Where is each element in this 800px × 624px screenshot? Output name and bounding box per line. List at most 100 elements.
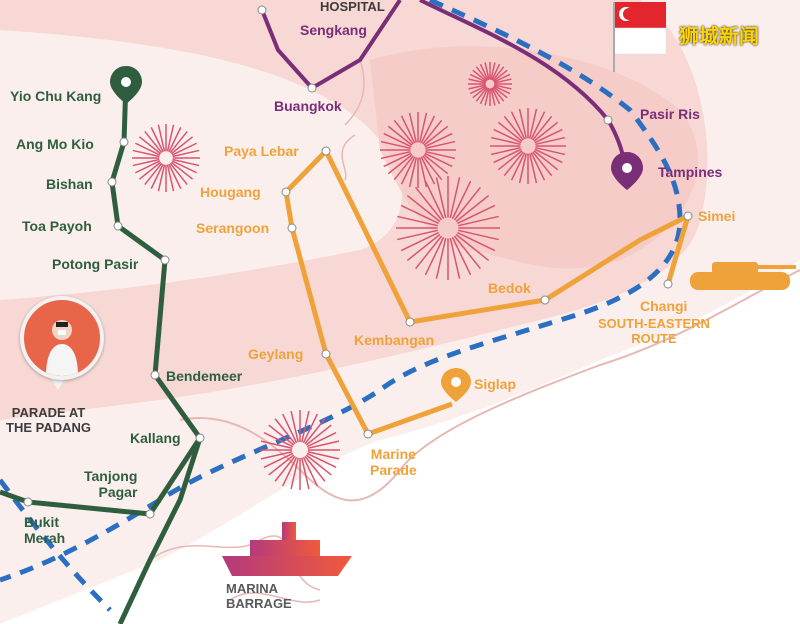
firework-ray [305, 454, 332, 476]
firework-ray [484, 88, 490, 106]
firework-ray [387, 154, 413, 175]
firework-ray [171, 142, 197, 156]
firework-ray [172, 158, 200, 167]
firework-ray [424, 152, 453, 168]
firework-ray [449, 177, 461, 219]
firework-ray [144, 130, 163, 154]
firework-ray [138, 161, 162, 180]
station-paya-lebar: Paya Lebar [224, 143, 299, 159]
station-bishan: Bishan [46, 176, 93, 192]
firework-ray [135, 160, 161, 174]
person-icon [46, 320, 78, 376]
firework-ray [457, 229, 499, 241]
firework-ray [494, 84, 512, 90]
firework-ray [423, 154, 449, 175]
firework-ray [408, 112, 418, 143]
station-kallang: Kallang [130, 430, 181, 446]
firework-ray [492, 66, 505, 82]
firework-ray [274, 455, 296, 482]
firework-ray [469, 85, 487, 95]
firework-ray [260, 451, 293, 460]
station-yio-chu-kang: Yio Chu Kang [10, 88, 102, 104]
firework-ray [168, 127, 182, 153]
green-line [0, 79, 203, 517]
firework-icon [132, 62, 566, 490]
firework-ray [475, 86, 488, 102]
firework-ray [490, 136, 521, 146]
location-pin-icon [611, 152, 643, 190]
firework-ray [150, 163, 164, 189]
orange-line [283, 149, 453, 437]
firework-ray [301, 410, 310, 443]
station-hougang: Hougang [200, 184, 261, 200]
firework-ray [169, 162, 188, 186]
station-changi: Changi [640, 298, 688, 314]
firework-ray [503, 151, 524, 177]
firework-ray [532, 151, 553, 177]
firework-ray [420, 156, 436, 185]
location-pin-icon [110, 66, 142, 104]
firework-ray [260, 440, 293, 449]
avatar [20, 296, 104, 380]
firework-ray [492, 69, 508, 82]
firework-ray [132, 158, 160, 167]
firework-ray [490, 146, 521, 156]
green-line-south [117, 437, 203, 624]
firework-ray [490, 88, 496, 106]
station-sengkang: Sengkang [300, 22, 367, 38]
firework-ray [534, 128, 563, 144]
firework-ray [380, 140, 411, 150]
station-bukit-merah: Bukit Merah [24, 514, 66, 547]
firework-ray [306, 452, 337, 469]
firework-ray [302, 413, 319, 444]
firework-ray [457, 204, 496, 225]
station-dots [23, 5, 693, 519]
purple-line-east [419, 0, 627, 171]
ship-icon [222, 522, 352, 576]
firework-ray [414, 186, 443, 221]
firework-ray [422, 155, 443, 181]
firework-ray [422, 119, 443, 145]
firework-ray [493, 85, 511, 95]
firework-ray [497, 150, 523, 171]
firework-ray [307, 451, 340, 460]
firework-ray [383, 152, 412, 168]
station-serangoon: Serangoon [196, 220, 270, 236]
firework-ray [135, 142, 161, 156]
firework-ray [380, 150, 411, 160]
firework-ray [530, 111, 546, 140]
orange-line-east [323, 149, 691, 325]
firework-ray [493, 73, 511, 83]
location-pin-icon [441, 368, 471, 402]
firework-ray [400, 115, 416, 144]
station-tampines: Tampines [658, 164, 723, 180]
blue-dashed-route [0, 0, 683, 583]
firework-ray [494, 78, 512, 84]
hospital-label: HOSPITAL [320, 0, 385, 14]
firework-ray [397, 215, 439, 227]
firework-ray [304, 455, 326, 482]
firework-ray [475, 66, 488, 82]
firework-ray [424, 132, 453, 148]
firework-ray [169, 130, 188, 154]
station-siglap: Siglap [474, 376, 517, 392]
station-toa-payoh: Toa Payoh [22, 218, 92, 234]
firework-ray [518, 153, 528, 184]
firework-ray [493, 148, 522, 164]
firework-ray [268, 424, 295, 446]
firework-ray [423, 125, 449, 146]
firework-ray [453, 186, 482, 221]
firework-ray [455, 233, 490, 262]
station-kembangan: Kembangan [354, 332, 435, 348]
firework-ray [472, 69, 488, 82]
firework-ray [263, 431, 294, 448]
firework-ray [157, 124, 166, 152]
firework-ray [166, 124, 175, 152]
firework-ray [393, 155, 414, 181]
firework-ray [425, 150, 456, 160]
watermark: 狮城新闻 [679, 26, 759, 48]
firework-ray [274, 418, 296, 445]
firework-ray [171, 160, 197, 174]
firework-ray [479, 87, 489, 105]
